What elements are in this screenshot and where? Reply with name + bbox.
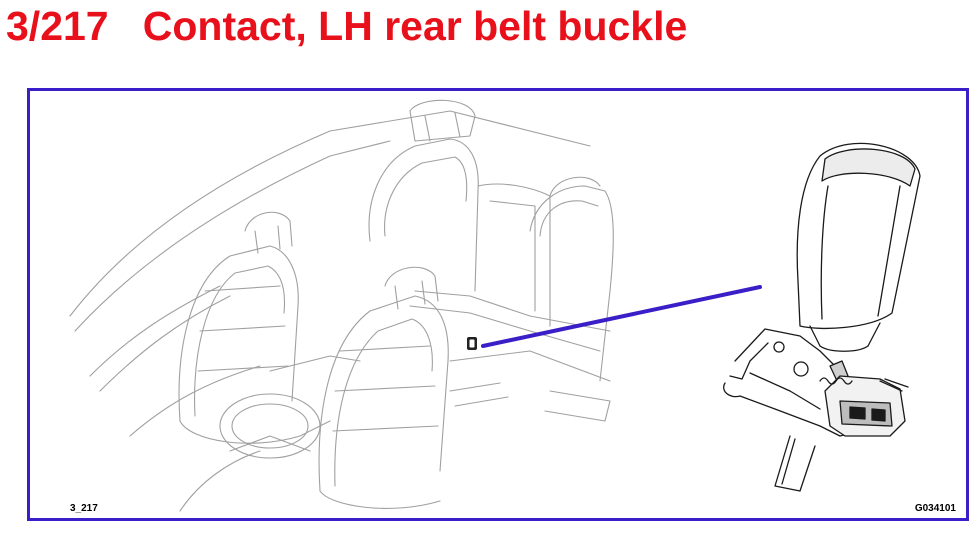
leader-line <box>481 285 762 348</box>
figure-reference-left: 3_217 <box>70 503 98 514</box>
contact-marker-icon <box>467 337 477 350</box>
diagram-illustration <box>69 99 921 512</box>
belt-buckle-detail-illustration <box>723 142 921 492</box>
page-title: 3/217 Contact, LH rear belt buckle <box>6 3 688 49</box>
diagram-frame: 3_217 G034101 <box>27 88 969 521</box>
seat-interior-illustration <box>69 99 614 512</box>
figure-reference-right: G034101 <box>914 503 956 514</box>
